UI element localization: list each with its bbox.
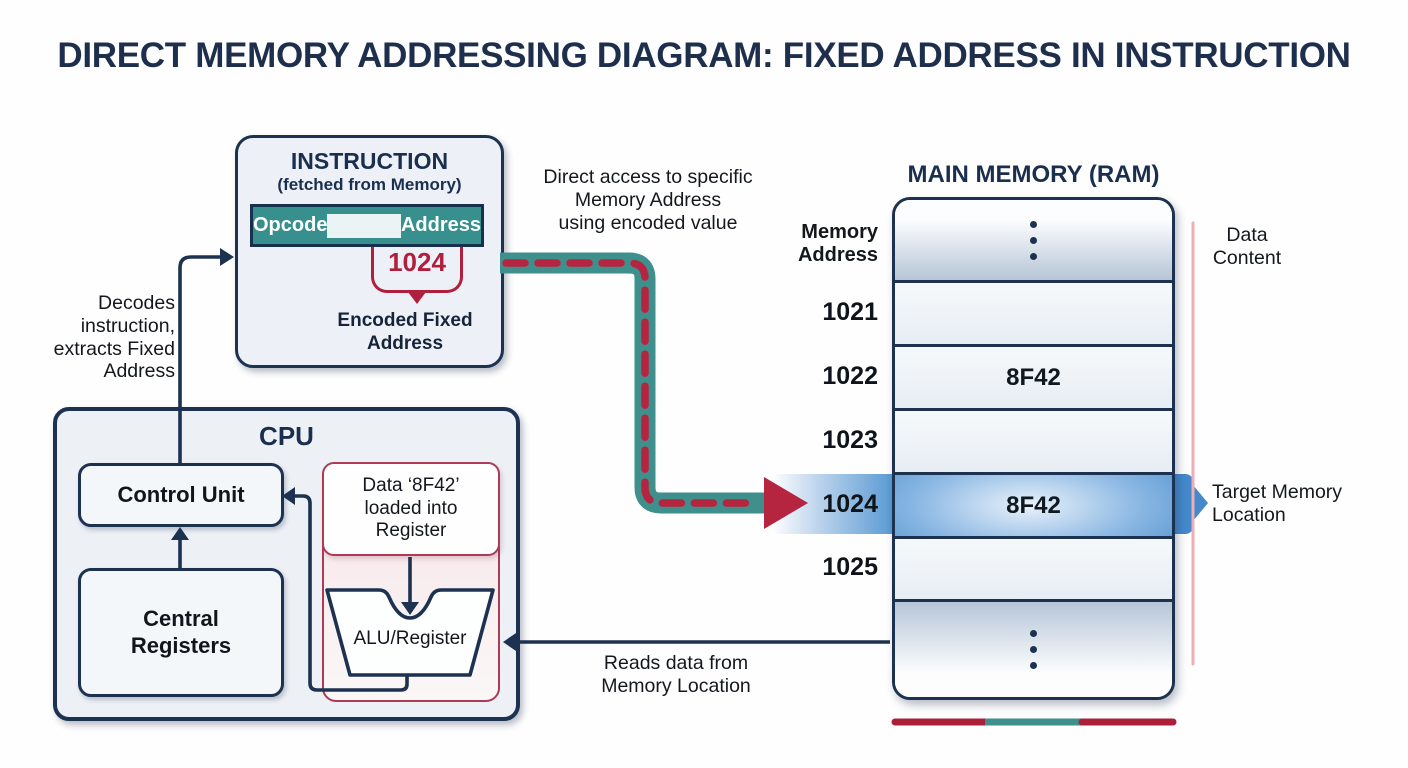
decode-arrowhead-icon: [220, 248, 234, 266]
instruction-heading: INSTRUCTION: [290, 148, 449, 174]
memory-row: [895, 411, 1172, 475]
main-memory-heading: MAIN MEMORY (RAM): [907, 161, 1160, 188]
central-registers-box: Central Registers: [78, 568, 284, 697]
memory-row-ellipsis: [895, 602, 1172, 697]
opcode-address-separator: [327, 213, 401, 238]
target-memory-location-label: Target Memory Location: [1212, 481, 1343, 526]
page-title: DIRECT MEMORY ADDRESSING DIAGRAM: FIXED …: [57, 36, 1351, 75]
memory-row-target: 8F42: [895, 475, 1172, 539]
encoded-fixed-address-label: Encoded Fixed Address: [337, 310, 473, 354]
decode-instruction-label: Decodes instruction, extracts Fixed Addr…: [53, 292, 175, 383]
address-path: [500, 252, 768, 514]
memory-row: [895, 283, 1172, 347]
data-content-label: Data Content: [1212, 224, 1282, 269]
address-path-dashes: [502, 259, 760, 507]
address-label: Address: [400, 214, 481, 236]
memory-row: 8F42: [895, 347, 1172, 411]
target-address-value: 1024: [822, 489, 878, 518]
target-arrow-icon: [1193, 485, 1208, 521]
direct-access-label: Direct access to specific Memory Address…: [543, 166, 753, 234]
opcode-address-bar: Opcode Address: [250, 204, 484, 247]
reads-data-label: Reads data from Memory Location: [601, 652, 751, 697]
bracket-arrow-icon: [408, 292, 426, 304]
instruction-box: INSTRUCTION (fetched from Memory) Opcode…: [235, 135, 504, 368]
memory-row: [895, 539, 1172, 602]
data-loaded-box: Data ‘8F42’ loaded into Register: [322, 462, 500, 556]
instruction-subheading: (fetched from Memory): [277, 175, 462, 194]
opcode-label: Opcode: [253, 214, 328, 236]
ellipsis-dots-icon: [1030, 630, 1037, 669]
memory-address-column: 1021 1022 1023 1024 1025: [760, 197, 878, 700]
ellipsis-dots-icon: [1030, 220, 1037, 260]
memory-table: 8F42 8F42: [892, 197, 1175, 700]
highlight-band-right: [1175, 474, 1194, 534]
encoded-address-value: 1024: [388, 247, 446, 277]
memory-address-column-label: Memory Address: [797, 221, 878, 266]
address-bracket: 1024: [371, 247, 463, 304]
cpu-box: CPU Control Unit Central Registers Data …: [53, 407, 520, 721]
memory-row-ellipsis: [895, 200, 1172, 283]
control-unit-box: Control Unit: [78, 463, 284, 527]
cpu-heading: CPU: [259, 421, 314, 451]
